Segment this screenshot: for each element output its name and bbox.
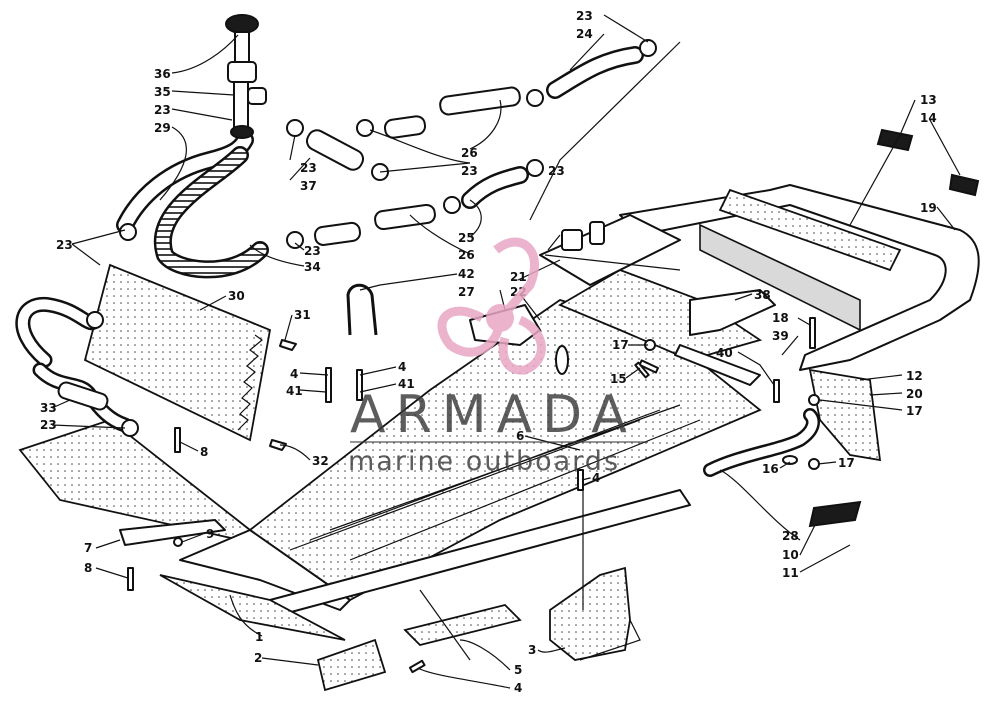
callout-17: 17 bbox=[838, 456, 855, 470]
callout-16: 16 bbox=[762, 462, 779, 476]
callout-29: 29 bbox=[154, 121, 171, 135]
callout-6: 6 bbox=[516, 429, 524, 443]
callout-24: 24 bbox=[576, 27, 593, 41]
callout-27: 27 bbox=[458, 285, 475, 299]
callout-37: 37 bbox=[300, 179, 317, 193]
hitch-bracket-20 bbox=[808, 368, 882, 462]
callout-32: 32 bbox=[312, 454, 329, 468]
callout-23: 23 bbox=[304, 244, 321, 258]
callout-23: 23 bbox=[154, 103, 171, 117]
callout-41: 41 bbox=[398, 377, 415, 391]
callout-38: 38 bbox=[754, 288, 771, 302]
callout-39: 39 bbox=[772, 329, 789, 343]
callout-25: 25 bbox=[458, 231, 475, 245]
callout-21: 21 bbox=[510, 270, 527, 284]
callout-31: 31 bbox=[294, 308, 311, 322]
callout-10: 10 bbox=[782, 548, 799, 562]
callout-9: 9 bbox=[206, 527, 214, 541]
callout-4: 4 bbox=[514, 681, 522, 695]
callout-17: 17 bbox=[612, 338, 629, 352]
callout-23: 23 bbox=[56, 238, 73, 252]
callout-36: 36 bbox=[154, 67, 171, 81]
callout-26: 26 bbox=[458, 248, 475, 262]
callout-30: 30 bbox=[228, 289, 245, 303]
callout-2: 2 bbox=[254, 651, 262, 665]
callout-40: 40 bbox=[716, 346, 733, 360]
callout-11: 11 bbox=[782, 566, 799, 580]
callout-42: 42 bbox=[458, 267, 475, 281]
filler-neck bbox=[225, 14, 267, 139]
callout-8: 8 bbox=[200, 445, 208, 459]
callout-4: 4 bbox=[290, 367, 298, 381]
callout-7: 7 bbox=[84, 541, 92, 555]
hose-clamps bbox=[86, 39, 657, 437]
callout-35: 35 bbox=[154, 85, 171, 99]
callout-34: 34 bbox=[304, 260, 321, 274]
callout-22: 22 bbox=[510, 285, 527, 299]
callout-13: 13 bbox=[920, 93, 937, 107]
callout-23: 23 bbox=[300, 161, 317, 175]
callout-14: 14 bbox=[920, 111, 937, 125]
callout-23: 23 bbox=[40, 418, 57, 432]
callout-17: 17 bbox=[906, 404, 923, 418]
callout-19: 19 bbox=[920, 201, 937, 215]
callout-1: 1 bbox=[255, 630, 263, 644]
callout-4: 4 bbox=[398, 360, 406, 374]
callout-41: 41 bbox=[286, 384, 303, 398]
callout-23: 23 bbox=[548, 164, 565, 178]
callout-33: 33 bbox=[40, 401, 57, 415]
callout-26: 26 bbox=[461, 146, 478, 160]
callout-8: 8 bbox=[84, 561, 92, 575]
callout-28: 28 bbox=[782, 529, 799, 543]
callout-12: 12 bbox=[906, 369, 923, 383]
leader-lines bbox=[51, 14, 961, 689]
rear-bumper-12 bbox=[539, 184, 980, 371]
callout-5: 5 bbox=[514, 663, 522, 677]
callout-18: 18 bbox=[772, 311, 789, 325]
callout-15: 15 bbox=[610, 372, 627, 386]
callout-20: 20 bbox=[906, 387, 923, 401]
callout-23: 23 bbox=[461, 164, 478, 178]
callout-4: 4 bbox=[592, 471, 600, 485]
coolant-hoses bbox=[15, 46, 820, 477]
callout-3: 3 bbox=[528, 643, 536, 657]
callout-23: 23 bbox=[576, 9, 593, 23]
